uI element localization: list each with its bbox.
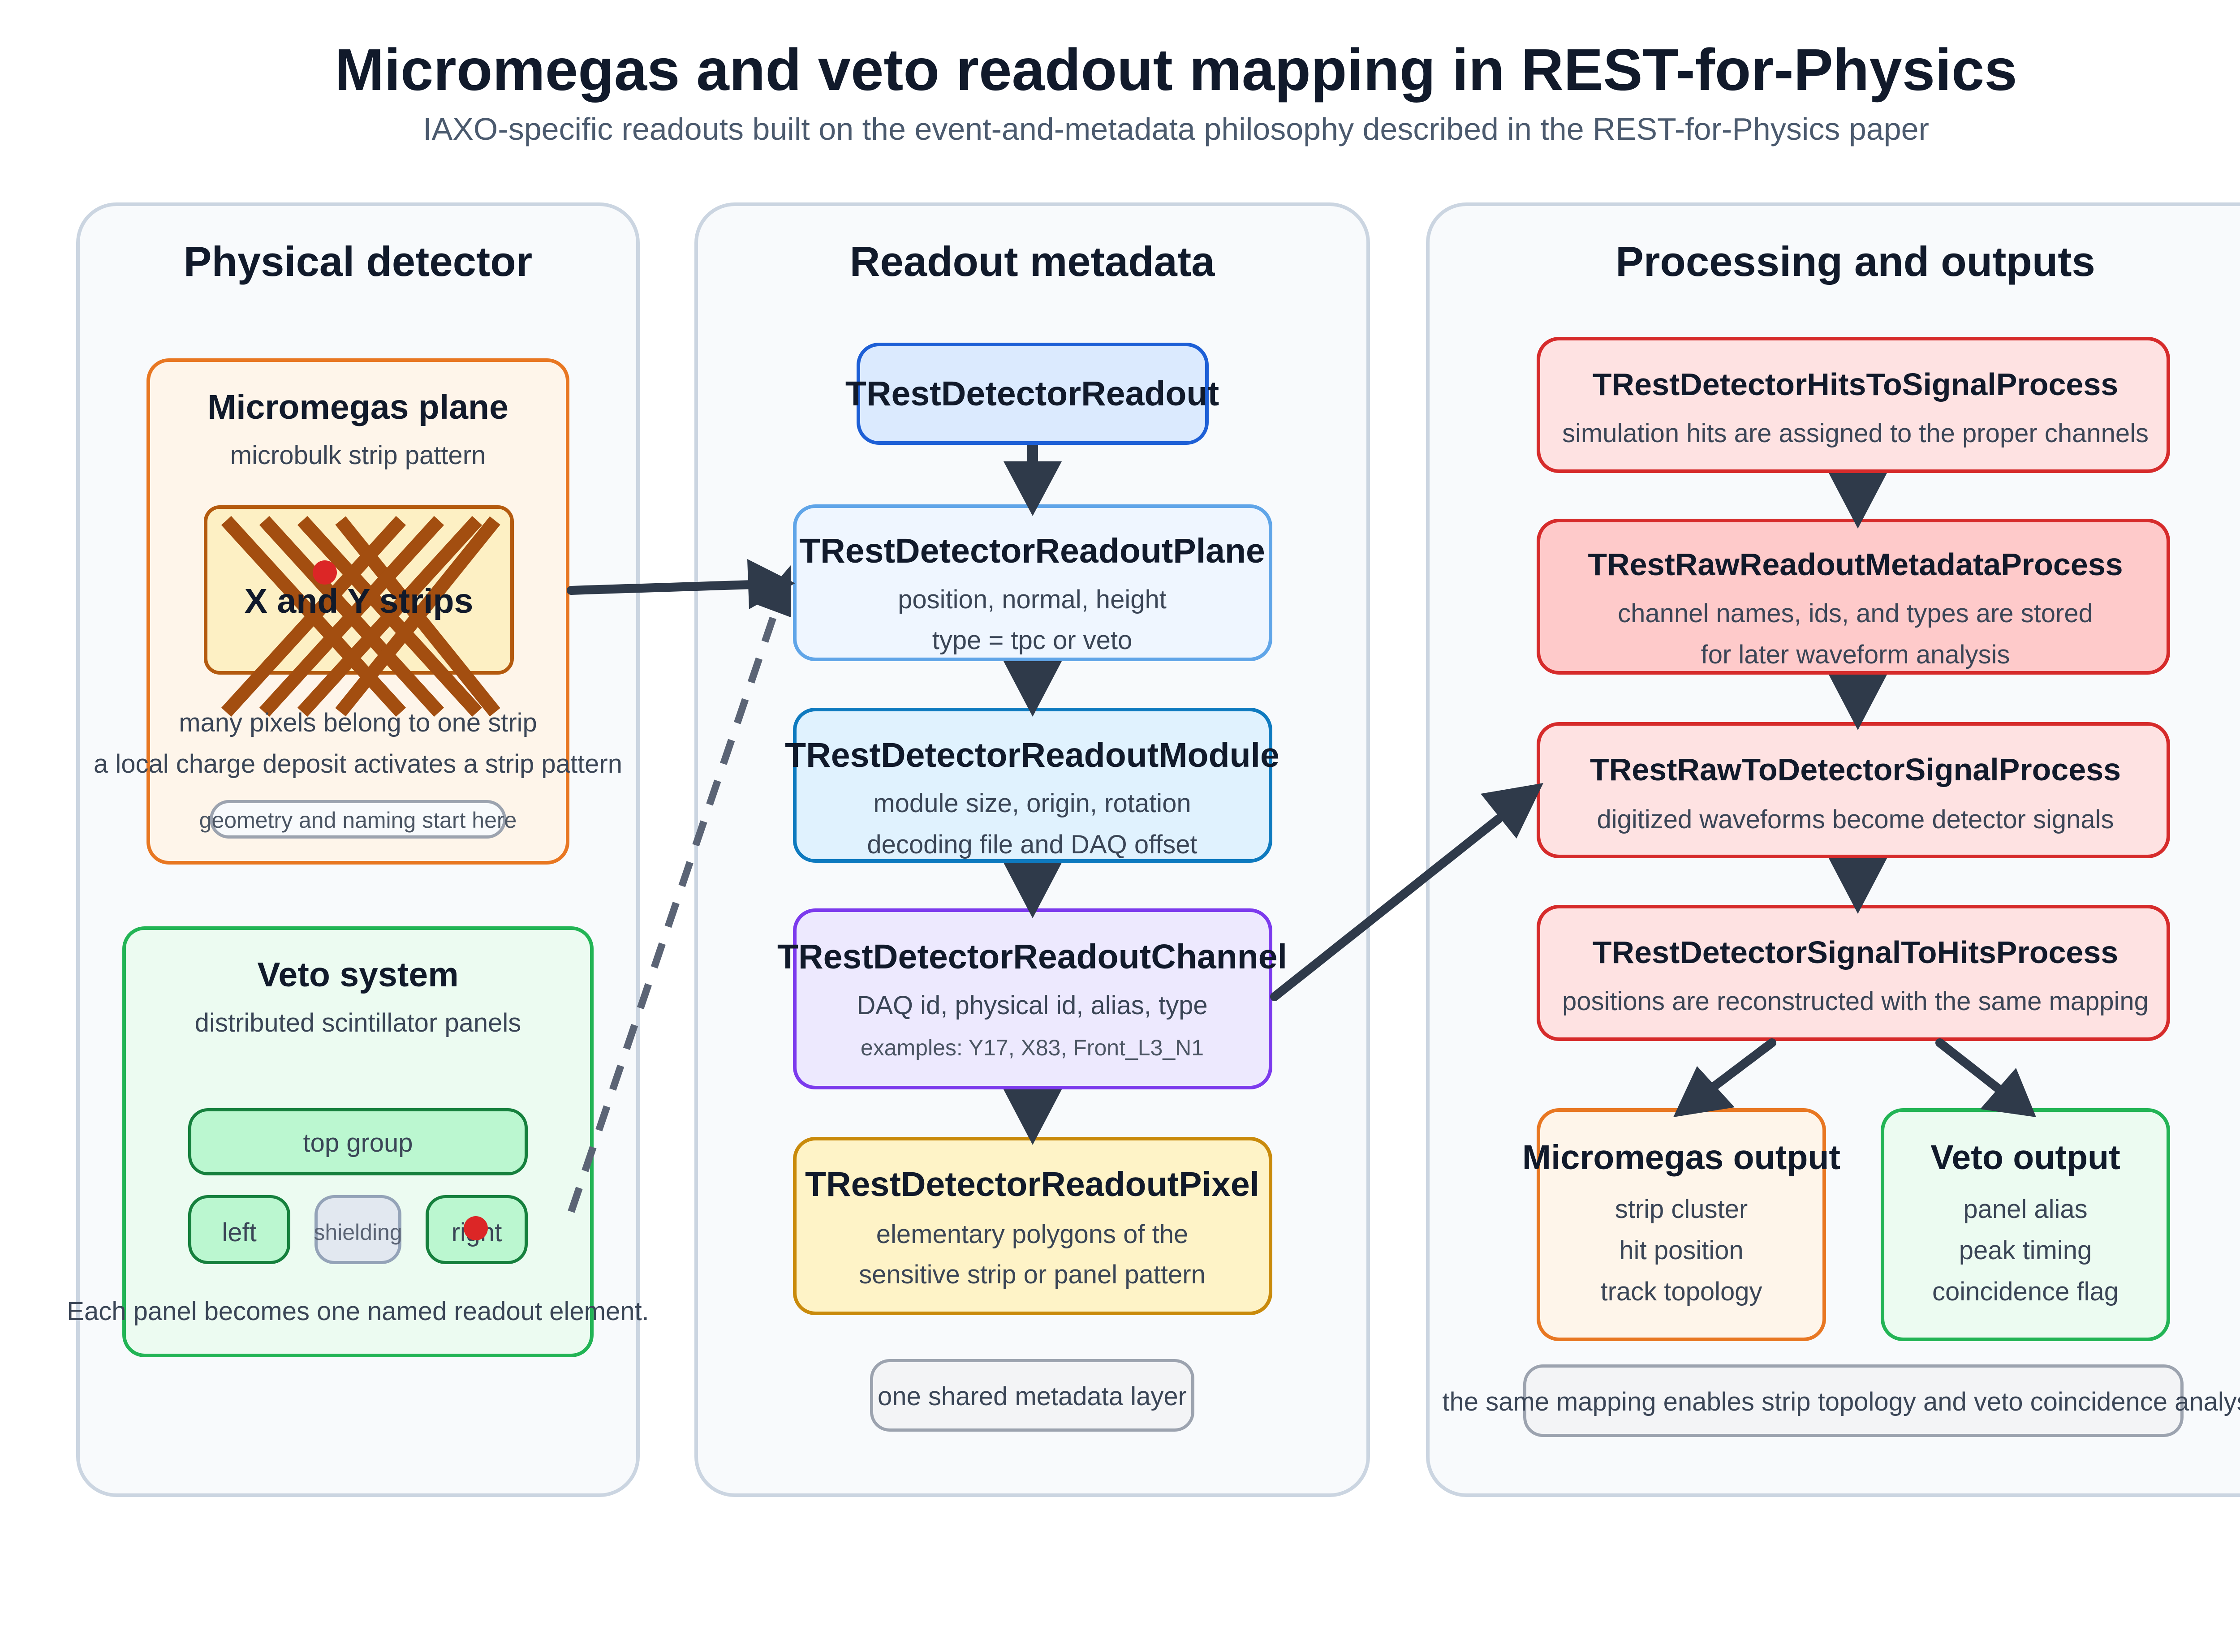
arrow-signalhits-to-mm-output [1673, 1066, 1735, 1117]
veto-top-label: top group [303, 1128, 413, 1157]
veto-left-panel [188, 1195, 290, 1264]
arrow-readout-to-plane [1004, 461, 1062, 516]
diagram-subtitle: IAXO-specific readouts built on the even… [423, 112, 1929, 146]
micromegas-note-pixels: many pixels belong to one strip [179, 708, 537, 737]
arrow-micromegas-to-plane [747, 559, 795, 609]
shared-layer-tag [870, 1359, 1194, 1432]
readout-plane-line2: type = tpc or veto [932, 626, 1133, 655]
veto-top-panel [188, 1108, 528, 1175]
readout-metadata-heading: Readout metadata [849, 238, 1215, 285]
veto-left-label: left [222, 1218, 257, 1247]
raw-metadata-box [1537, 519, 2170, 675]
hits-to-signal-line1: simulation hits are assigned to the prop… [1562, 419, 2149, 448]
readout-channel-box [793, 908, 1272, 1089]
arrow-plane-to-module [1004, 661, 1062, 717]
shielding-label: shielding [314, 1220, 402, 1245]
readout-box [857, 343, 1209, 445]
veto-output-box [1881, 1108, 2170, 1341]
veto-note: Each panel becomes one named readout ele… [67, 1297, 649, 1326]
raw-to-signal-title: TRestRawToDetectorSignalProcess [1590, 752, 2121, 787]
micromegas-output-title: Micromegas output [1522, 1138, 1841, 1177]
veto-output-line2: peak timing [1959, 1236, 2092, 1265]
veto-output-title: Veto output [1930, 1138, 2120, 1177]
veto-system-subtitle: distributed scintillator panels [194, 1008, 521, 1037]
micromegas-output-line2: hit position [1619, 1236, 1744, 1265]
shared-mapping-label: the same mapping enables strip topology … [1442, 1387, 2240, 1416]
raw-metadata-line1: channel names, ids, and types are stored [1618, 599, 2093, 628]
micromegas-note-charge: a local charge deposit activates a strip… [94, 749, 622, 779]
readout-module-line2: decoding file and DAQ offset [867, 830, 1198, 859]
signal-to-hits-line1: positions are reconstructed with the sam… [1562, 987, 2149, 1016]
geometry-tag-label: geometry and naming start here [199, 808, 517, 833]
readout-pixel-line2: sensitive strip or panel pattern [859, 1260, 1206, 1289]
raw-to-signal-box [1537, 722, 2170, 858]
arrow-module-to-channel [1004, 863, 1062, 918]
arrow-veto-to-plane [757, 565, 791, 617]
raw-metadata-line2: for later waveform analysis [1701, 640, 2010, 669]
micromegas-output-line3: track topology [1600, 1277, 1762, 1306]
readout-module-title: TRestDetectorReadoutModule [785, 736, 1279, 774]
arrow-rawsignal-to-signalhits [1829, 858, 1887, 914]
readout-channel-examples: examples: Y17, X83, Front_L3_N1 [860, 1035, 1204, 1060]
readout-channel-title: TRestDetectorReadoutChannel [777, 938, 1288, 976]
raw-to-signal-line1: digitized waveforms become detector sign… [1597, 805, 2114, 834]
readout-module-line1: module size, origin, rotation [873, 789, 1191, 818]
micromegas-output-line1: strip cluster [1615, 1195, 1748, 1224]
shielding-block [314, 1195, 401, 1264]
arrow-hits-to-rawmeta [1829, 473, 1887, 529]
processing-outputs-heading: Processing and outputs [1615, 238, 2095, 285]
shared-mapping-tag [1523, 1364, 2184, 1437]
veto-output-line3: coincidence flag [1932, 1277, 2119, 1306]
readout-plane-box [793, 504, 1272, 661]
signal-to-hits-box [1537, 905, 2170, 1041]
hits-to-signal-box [1537, 337, 2170, 473]
hits-to-signal-title: TRestDetectorHitsToSignalProcess [1592, 367, 2119, 402]
micromegas-plane-subtitle: microbulk strip pattern [230, 441, 486, 470]
geometry-tag [210, 800, 506, 839]
readout-plane-title: TRestDetectorReadoutPlane [799, 532, 1265, 570]
readout-channel-line1: DAQ id, physical id, alias, type [857, 991, 1208, 1020]
arrow-rawmeta-to-rawsignal [1829, 675, 1887, 730]
micromegas-output-box [1537, 1108, 1826, 1341]
veto-output-line1: panel alias [1963, 1195, 2088, 1224]
arrow-signalhits-to-veto-output [1980, 1068, 2036, 1117]
shared-layer-label: one shared metadata layer [878, 1382, 1187, 1411]
readout-pixel-title: TRestDetectorReadoutPixel [805, 1165, 1260, 1204]
physical-detector-heading: Physical detector [183, 238, 533, 285]
readout-title: TRestDetectorReadout [845, 374, 1219, 413]
diagram-title: Micromegas and veto readout mapping in R… [335, 37, 2017, 103]
arrow-channel-to-pixel [1004, 1089, 1062, 1145]
readout-pixel-line1: elementary polygons of the [876, 1220, 1189, 1249]
readout-plane-line1: position, normal, height [898, 585, 1167, 614]
arrow-channel-to-rawsignal [1481, 783, 1543, 839]
signal-to-hits-title: TRestDetectorSignalToHitsProcess [1592, 935, 2119, 970]
strips-label: X and Y strips [244, 582, 474, 620]
micromegas-plane-title: Micromegas plane [207, 388, 508, 426]
raw-metadata-title: TRestRawReadoutMetadataProcess [1588, 547, 2123, 582]
veto-system-title: Veto system [257, 955, 459, 994]
